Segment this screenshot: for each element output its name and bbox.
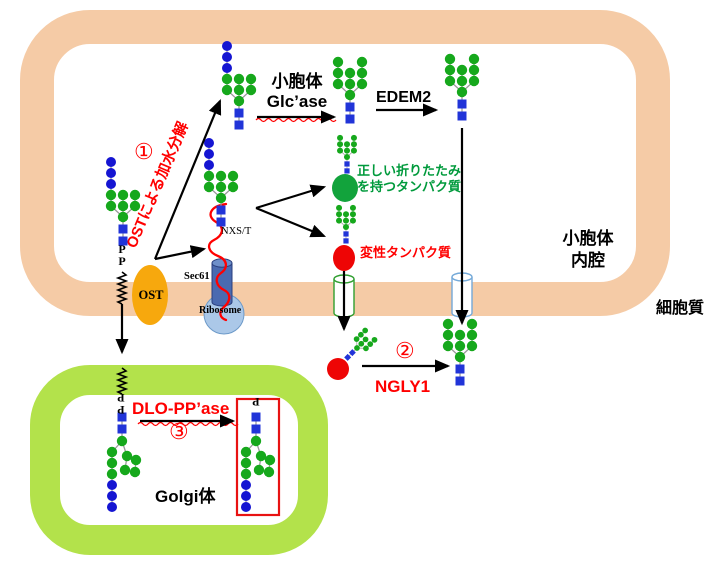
glucosidase-trimmed-glycan xyxy=(332,56,368,124)
ribosome-label: Ribosome xyxy=(199,305,242,316)
nxst-sequon-label: NXS/T xyxy=(221,226,252,237)
folded-protein-label: 正しい折りたたみを持つタンパク質 xyxy=(357,163,461,195)
cytoplasm-label: 細胞質 xyxy=(656,300,705,317)
golgi-dlo-glycan xyxy=(106,412,142,512)
folded-protein-line2: を持つタンパク質 xyxy=(357,179,462,194)
sec61-label: Sec61 xyxy=(184,271,210,282)
folded-protein-glycan xyxy=(337,134,357,174)
phosphate-label-rotated: P xyxy=(117,403,125,417)
misfolded-protein xyxy=(333,245,355,271)
golgi-label: Golgi体 xyxy=(155,487,216,506)
folded-protein xyxy=(332,174,358,202)
misfolded-protein-label: 変性タンパク質 xyxy=(360,245,452,260)
er-glucosidase-line1: 小胞体 xyxy=(271,72,323,91)
nascent-chain-glycan xyxy=(203,138,239,227)
ost-enzyme xyxy=(132,265,168,325)
arrow-ost-to-nascent-chain xyxy=(154,245,207,261)
er-glucosidase-line2: Glc’ase xyxy=(266,92,328,111)
er-lumen-label: 小胞体内腔 xyxy=(540,228,636,272)
sec61-translocon xyxy=(211,258,233,307)
dolichol-glycan-er xyxy=(105,157,141,246)
phosphate-label-rotated: P xyxy=(252,395,260,409)
step3-number: ③ xyxy=(169,419,189,444)
arrow-ost-to-free-glycan xyxy=(153,98,222,260)
phosphate-label: P xyxy=(118,242,126,256)
golgi-product-glycan xyxy=(240,412,276,512)
er-lumen-line2: 内腔 xyxy=(571,251,605,270)
step2-number: ② xyxy=(395,338,415,363)
phosphate-label: P xyxy=(118,254,126,268)
arrow-to-misfolded-protein xyxy=(255,206,327,238)
er-lumen-line1: 小胞体 xyxy=(562,229,614,248)
edem2-label: EDEM2 xyxy=(376,89,432,106)
glcase-wavy-underline xyxy=(255,117,337,123)
retrotranslocated-glycan xyxy=(344,327,378,361)
step1-number: ① xyxy=(134,139,154,164)
edem2-trimmed-glycan xyxy=(444,53,480,121)
dolichol-tail-golgi xyxy=(115,367,129,395)
dlo-ppase-label: DLO-PP’ase xyxy=(132,399,230,418)
folded-protein-line1: 正しい折りたたみ xyxy=(357,163,462,178)
dolichol-tail-er xyxy=(115,271,129,305)
arrow-to-folded-protein xyxy=(255,184,327,210)
ngly1-label: NGLY1 xyxy=(375,377,431,396)
free-oligosaccharide-lumen xyxy=(221,41,257,130)
cytosolic-misfolded-protein xyxy=(327,358,349,380)
misfolded-protein-glycan xyxy=(336,204,356,244)
ost-label: OST xyxy=(138,288,164,302)
golgi-product-highlight-box xyxy=(235,397,281,517)
cytosolic-free-glycan xyxy=(442,318,478,386)
